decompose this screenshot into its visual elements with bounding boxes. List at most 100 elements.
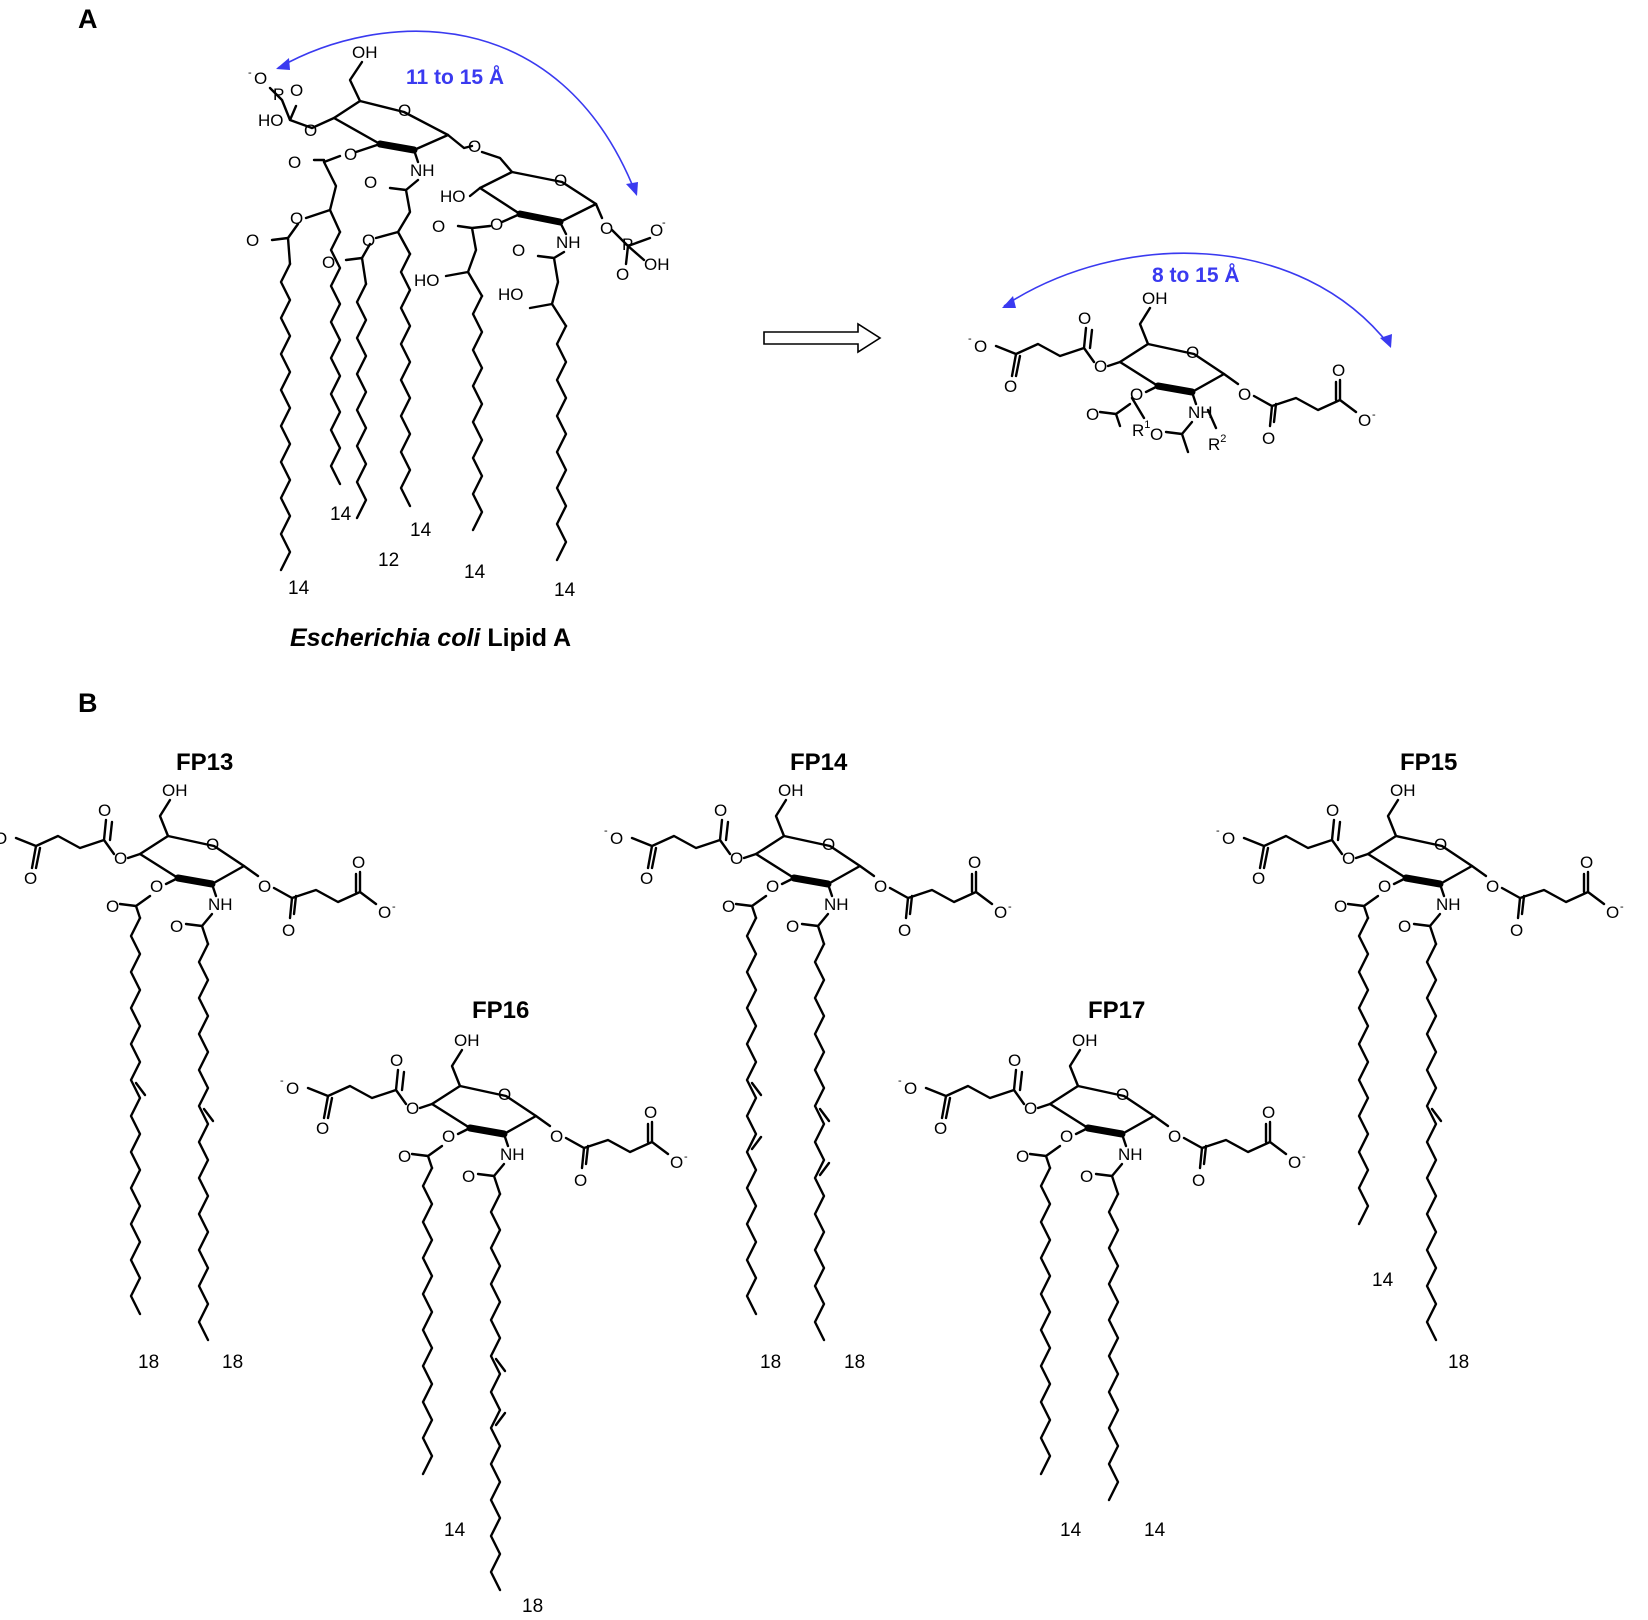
atom-label: O — [1398, 917, 1411, 936]
bond — [924, 1068, 1026, 1120]
ring1-nh — [412, 148, 420, 164]
atom-label: O — [1008, 1051, 1021, 1070]
chain-length-label: 14 — [444, 1520, 466, 1541]
atom-label: NH — [824, 895, 849, 914]
bond — [1392, 876, 1408, 886]
bond — [1346, 894, 1380, 920]
bond — [1138, 306, 1152, 346]
bond — [1074, 1126, 1090, 1136]
acyl-2-head — [374, 178, 420, 256]
bond — [994, 326, 1096, 378]
acyl-chain — [813, 942, 826, 1342]
r2-index: 2 — [1220, 433, 1226, 445]
glycosidic-link — [446, 133, 514, 174]
acyl-chain — [421, 1166, 434, 1476]
acyl-chain — [129, 916, 142, 1316]
atom-label: O — [786, 917, 799, 936]
atom-label: O — [1326, 801, 1339, 820]
compound-name-fp13: FP13 — [176, 749, 233, 776]
bond — [158, 798, 172, 838]
bond — [14, 818, 116, 870]
atom-label: NH — [1436, 895, 1461, 914]
atom-label: O — [24, 869, 37, 888]
bond — [1144, 384, 1160, 394]
lipid-a-caption: Escherichia coli Lipid A — [290, 624, 571, 652]
bond — [306, 1068, 408, 1120]
atom-o: O — [362, 231, 375, 250]
atom-label: O — [1238, 385, 1251, 404]
atom-label: O — [1222, 829, 1235, 848]
acyl-3-head — [444, 224, 492, 298]
bond — [742, 852, 758, 860]
atom-label: O — [670, 1153, 683, 1172]
atom-ring-o: O — [554, 171, 567, 190]
ring-front-edge — [790, 874, 832, 888]
atom-o: O — [322, 253, 335, 272]
atom-label: O — [1252, 869, 1265, 888]
ring-front-edge — [1084, 1124, 1126, 1138]
atom-label: - — [1008, 901, 1012, 913]
chain-length-label: 18 — [1448, 1352, 1469, 1373]
chain-length-label: 14 — [410, 520, 432, 541]
atom-label: O — [316, 1119, 329, 1138]
atom-label: O — [1378, 877, 1391, 896]
atom-label: O — [98, 801, 111, 820]
ring1-ester-o — [354, 142, 382, 154]
atom-label: O — [352, 853, 365, 872]
chain-length-label: 18 — [522, 1596, 543, 1617]
bond — [164, 876, 180, 886]
atom-label: O — [1192, 1171, 1205, 1190]
bond — [1252, 378, 1358, 428]
atom-label: O — [934, 1119, 947, 1138]
acyl-chain — [1039, 1166, 1052, 1476]
bond — [410, 1144, 444, 1170]
caption-species: Escherichia coli — [290, 624, 481, 652]
chain-length-label: 18 — [222, 1352, 243, 1373]
atom-label: - — [280, 1075, 284, 1087]
cis-double-bond — [134, 1081, 147, 1097]
atom-label: OH — [1390, 781, 1416, 800]
charge: - — [248, 67, 252, 79]
atom-label: O — [968, 853, 981, 872]
atom-ho: HO — [414, 271, 440, 290]
ring-front-edge — [1402, 874, 1444, 888]
bond — [1098, 402, 1132, 428]
atom-label: O — [1004, 377, 1017, 396]
bond — [1028, 1144, 1062, 1170]
chain-length-label: 12 — [378, 550, 399, 571]
lipid-a-distance-label: 11 to 15 Å — [406, 65, 504, 89]
acyl-1-head — [304, 154, 342, 234]
atom-o: O — [304, 121, 317, 140]
acyl-chain — [1357, 916, 1370, 1226]
bond — [888, 870, 994, 920]
atom-label: - — [604, 825, 608, 837]
atom-label: O — [1186, 343, 1199, 362]
atom-label: O — [874, 877, 887, 896]
r1-letter: R — [1132, 421, 1144, 440]
arrowhead-right — [1380, 334, 1392, 348]
atom-o: O — [246, 231, 259, 250]
atom-o: O — [468, 137, 481, 156]
bond — [858, 864, 876, 878]
atom-label: OH — [1072, 1031, 1098, 1050]
ring1-phosphate — [268, 86, 336, 130]
atom-label: O — [1168, 1127, 1181, 1146]
atom-o: O — [288, 153, 301, 172]
lipid-a-acyl-chains — [279, 230, 568, 572]
compound-name-fp16: FP16 — [472, 997, 529, 1024]
bond — [1106, 360, 1122, 368]
atom-p: P — [622, 235, 633, 254]
atom-label: O — [1060, 1127, 1073, 1146]
caption-lipid-a: Lipid A — [480, 624, 571, 652]
atom-label: O — [398, 1147, 411, 1166]
atom-label: NH — [500, 1145, 525, 1164]
bond — [1438, 882, 1446, 898]
atom-label: O — [258, 877, 271, 896]
